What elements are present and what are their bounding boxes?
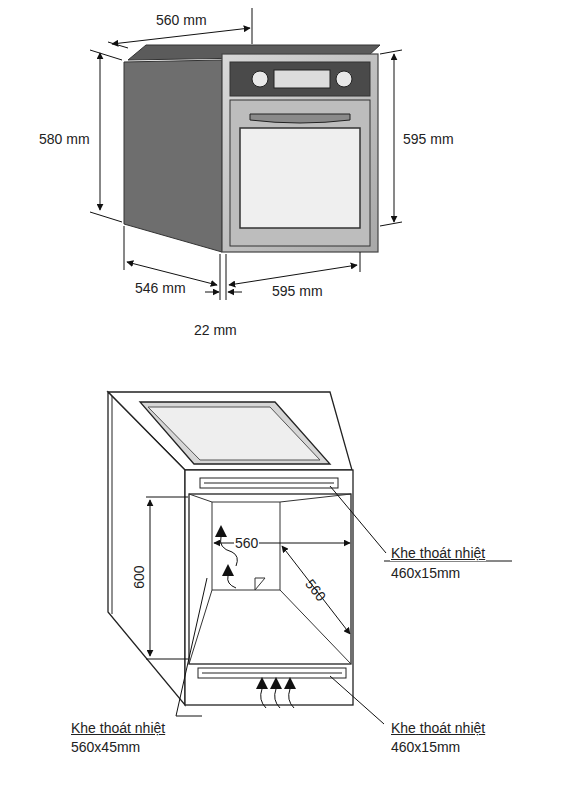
- callout-label: Khe thoát nhiệt: [70, 720, 166, 736]
- dimension-label: 560: [302, 575, 330, 605]
- dimension-label: 22 mm: [193, 322, 238, 338]
- dimension-label: 460x15mm: [390, 739, 461, 755]
- dimension-label: 560: [234, 535, 259, 551]
- dimension-label: 546 mm: [134, 280, 187, 296]
- dimension-label: 560 mm: [155, 12, 208, 28]
- callout-label: Khe thoát nhiệt: [390, 720, 486, 736]
- dimension-label: 600: [131, 564, 147, 589]
- dimension-label: 560x45mm: [70, 739, 141, 755]
- dimension-label: 460x15mm: [390, 565, 461, 581]
- dimension-label: 595 mm: [271, 283, 324, 299]
- dimension-label: 595 mm: [402, 131, 455, 147]
- dimension-label: 580 mm: [38, 131, 91, 147]
- callout-label: Khe thoát nhiệt: [390, 545, 486, 561]
